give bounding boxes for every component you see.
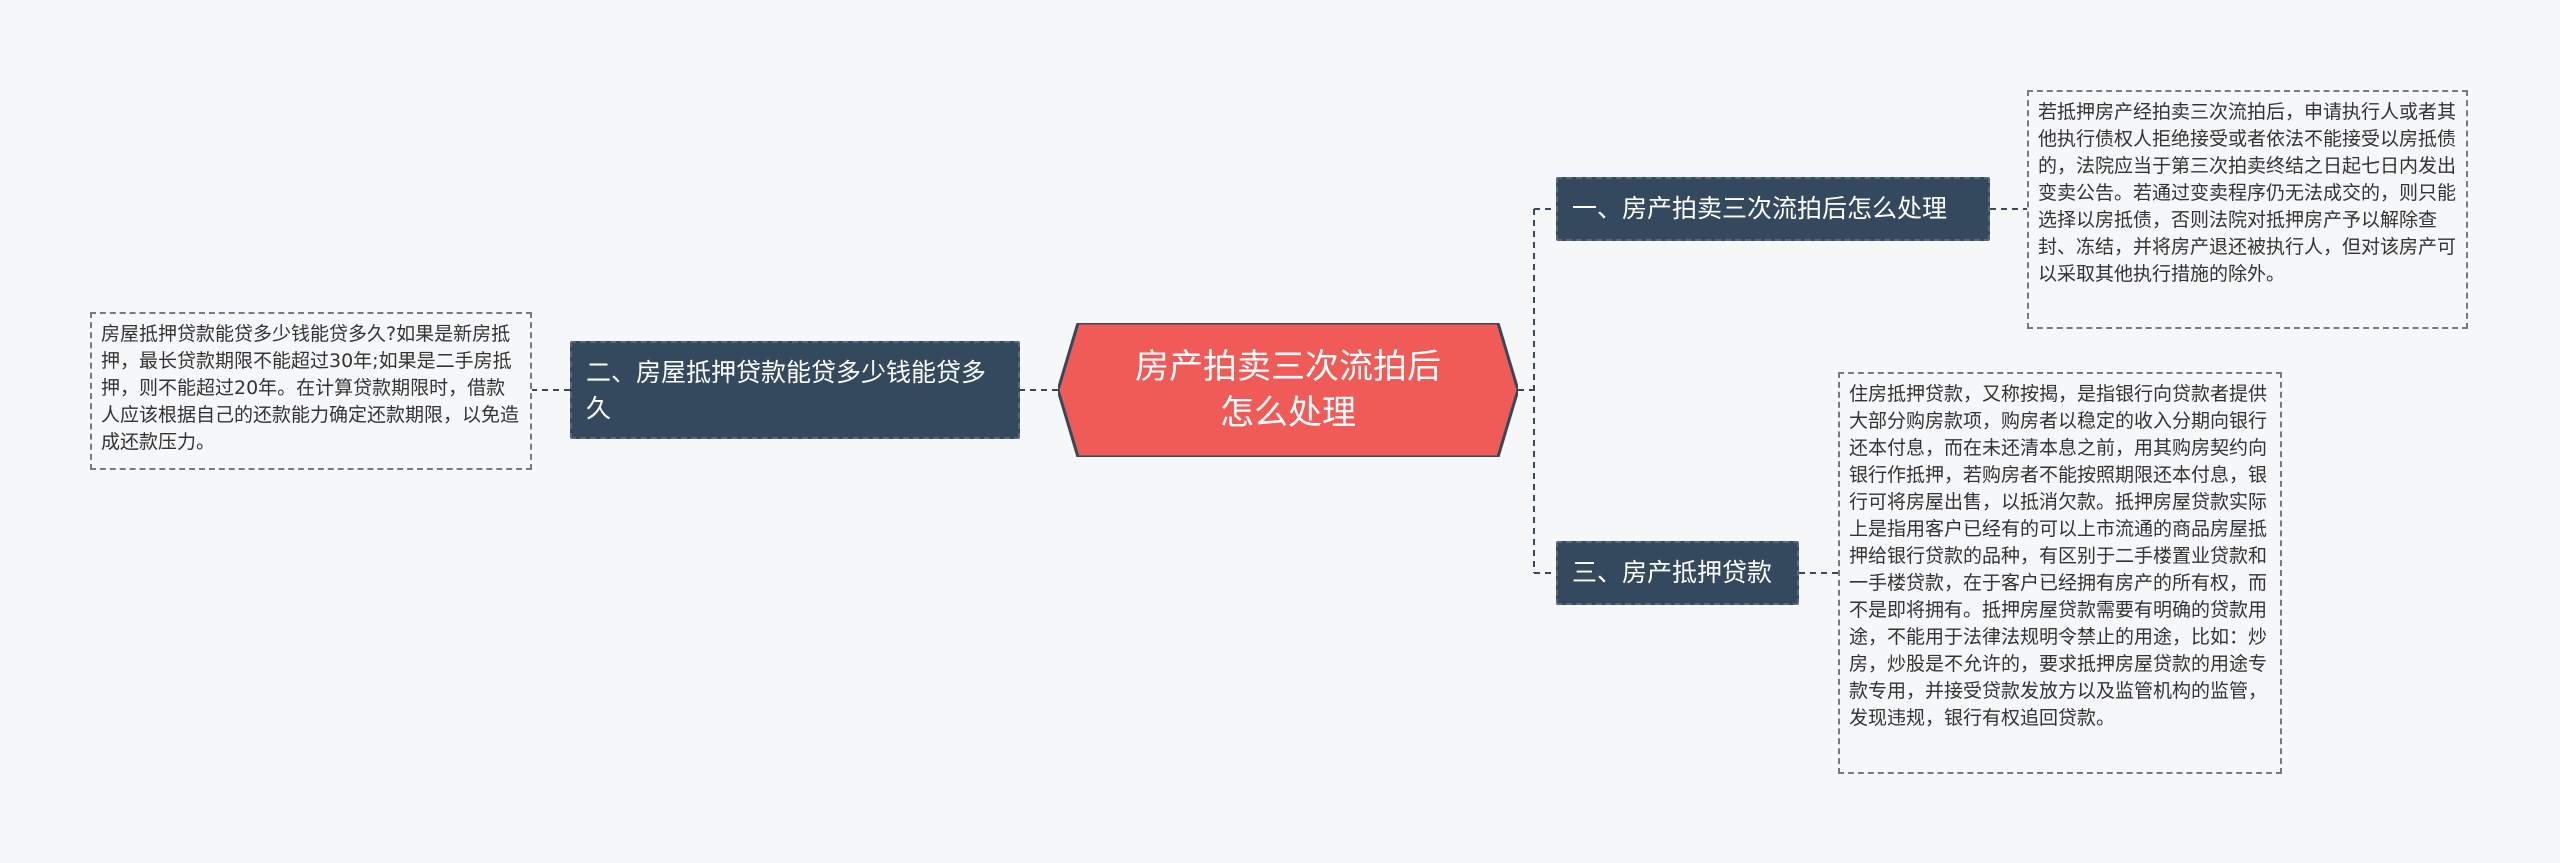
branch-1-detail-note[interactable]: 若抵押房产经拍卖三次流拍后，申请执行人或者其他执行债权人拒绝接受或者依法不能接受… xyxy=(2027,90,2468,329)
connector-center-to-branches-right xyxy=(1518,208,1556,574)
branch-3-detail-text: 住房抵押贷款，又称按揭，是指银行向贷款者提供大部分购房款项，购房者以稳定的收入分… xyxy=(1849,383,2268,729)
central-topic-label: 房产拍卖三次流拍后怎么处理 xyxy=(1135,347,1441,433)
branch-2-label: 二、房屋抵押贷款能贷多少钱能贷多久 xyxy=(586,358,987,423)
branch-2-detail-text: 房屋抵押贷款能贷多少钱能贷多久?如果是新房抵押，最长贷款期限不能超过30年;如果… xyxy=(101,323,520,453)
branch-1-detail-text: 若抵押房产经拍卖三次流拍后，申请执行人或者其他执行债权人拒绝接受或者依法不能接受… xyxy=(2038,101,2457,285)
branch-1-topic[interactable]: 一、房产拍卖三次流拍后怎么处理 xyxy=(1556,177,1990,241)
branch-1-label: 一、房产拍卖三次流拍后怎么处理 xyxy=(1572,194,1948,223)
branch-3-label: 三、房产抵押贷款 xyxy=(1572,558,1773,587)
central-topic-shape xyxy=(1058,323,1518,457)
central-topic[interactable]: 房产拍卖三次流拍后怎么处理 xyxy=(1058,323,1518,457)
branch-2-detail-note[interactable]: 房屋抵押贷款能贷多少钱能贷多久?如果是新房抵押，最长贷款期限不能超过30年;如果… xyxy=(90,312,532,470)
branch-2-topic[interactable]: 二、房屋抵押贷款能贷多少钱能贷多久 xyxy=(570,341,1020,439)
branch-3-detail-note[interactable]: 住房抵押贷款，又称按揭，是指银行向贷款者提供大部分购房款项，购房者以稳定的收入分… xyxy=(1838,372,2282,774)
branch-3-topic[interactable]: 三、房产抵押贷款 xyxy=(1556,541,1799,605)
